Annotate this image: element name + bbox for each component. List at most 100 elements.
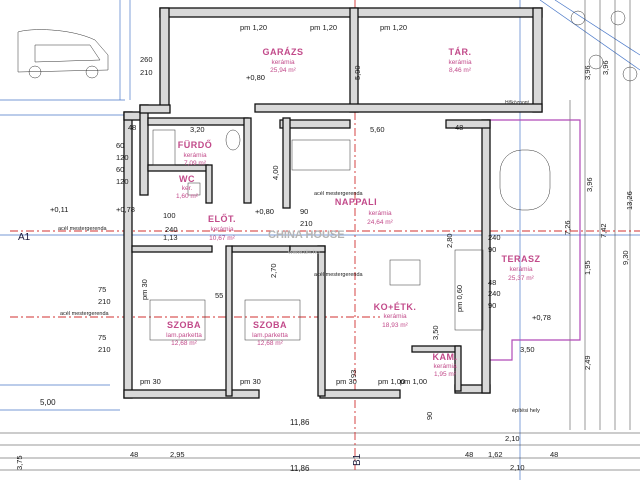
room-elot: ELŐT. kerámia 10,67 m²	[208, 213, 236, 242]
room-area: 18,93 m²	[382, 322, 408, 329]
beam-label: acél mestergerenda	[58, 226, 108, 232]
car-outline	[17, 29, 109, 79]
dimension: pm 1,20	[310, 23, 337, 32]
dimension: 3,50	[431, 325, 440, 340]
dimension: 5,00	[40, 398, 56, 407]
beam-label: acél mestergerenda	[60, 311, 110, 317]
room-area: 8,46 m²	[449, 67, 472, 74]
room-area: 25,37 m²	[508, 275, 534, 282]
dimension: 48	[488, 278, 496, 287]
dimension: 7,26	[563, 220, 572, 235]
room-konyha: KO+ÉTK. kerámia 18,93 m²	[374, 302, 416, 329]
dimension: 90	[300, 207, 308, 216]
dimension: 210	[140, 68, 153, 77]
watermark-brand: CHINA HOUSE	[268, 229, 345, 241]
dimension: 260	[140, 55, 153, 64]
dimension: 90	[488, 245, 496, 254]
dimension: 11,86	[290, 418, 310, 427]
room-furdo: FÜRDŐ kerámia 7,09 m²	[178, 139, 212, 167]
dimension: pm 30	[140, 377, 161, 386]
room-name: WC	[179, 174, 195, 184]
axis-b1: B1	[352, 453, 363, 466]
room-area: 1,95 m²	[434, 371, 457, 378]
dimension: 120	[116, 177, 129, 186]
boiler-room-label: Hőközpont	[505, 100, 530, 106]
room-floor: kerámia	[448, 59, 472, 66]
dimension: 2,10	[510, 463, 525, 472]
room-area: 7,09 m²	[184, 160, 207, 167]
room-name: ELŐT.	[208, 213, 236, 224]
dimension: 48	[550, 450, 558, 459]
dimension: 2,49	[583, 355, 592, 370]
dimension: 240	[488, 289, 501, 298]
dimension: 3,75	[15, 455, 24, 470]
dimension: 7,42	[599, 223, 608, 238]
dimension: 1,62	[488, 450, 503, 459]
terrace-outline	[487, 119, 581, 361]
dimension: 55	[215, 291, 223, 300]
dimension: pm 1,20	[240, 23, 267, 32]
dimension: 240	[165, 225, 178, 234]
room-terasz: TERASZ kerámia 25,37 m²	[502, 254, 541, 282]
dimension: 3,50	[520, 345, 535, 354]
room-area: 1,60 m²	[176, 193, 199, 200]
room-floor: kerámia	[368, 210, 392, 217]
room-szoba-2: SZOBA lam.parketta 12,68 m²	[252, 320, 288, 347]
room-name: KAM.	[433, 352, 458, 362]
level-label: +0,78	[532, 313, 551, 322]
tree-symbols	[570, 10, 638, 82]
dimension: 90	[488, 301, 496, 310]
dimension: 2,70	[269, 263, 278, 278]
dimension: 5,60	[370, 125, 385, 134]
dimension: 1,13	[163, 233, 178, 242]
dimension: pm 30	[140, 279, 149, 300]
dimension: 5,90	[353, 65, 362, 80]
room-area: 12,68 m²	[257, 340, 283, 347]
dimension: 2,95	[170, 450, 185, 459]
dimension: 2,10	[505, 434, 520, 443]
axis-a1: A1	[18, 232, 31, 243]
dimension: 48	[455, 123, 463, 132]
watermark-url: www.dh.hu	[287, 249, 320, 256]
level-label: +0,11	[50, 205, 68, 214]
room-area: 10,67 m²	[209, 235, 235, 242]
watermark: CHINA HOUSE www.dh.hu	[268, 229, 345, 256]
beam-label: acél mestergerenda	[314, 272, 364, 278]
dimension-labels: pm 1,20 pm 1,20 pm 1,20 260 210 5,90 3,9…	[15, 23, 634, 473]
level-label: +0,78	[116, 205, 135, 214]
dimension: pm 30	[240, 377, 261, 386]
dimension: 13,26	[625, 191, 634, 210]
dimension: pm 30	[336, 377, 357, 386]
room-name: TERASZ	[502, 254, 541, 264]
dimension: 210	[98, 297, 111, 306]
room-tar: TÁR. kerámia 8,46 m²	[448, 47, 472, 74]
level-label: +0,80	[246, 73, 265, 82]
axis-label: A1	[18, 232, 31, 243]
room-name: TÁR.	[449, 47, 472, 57]
dimension: 93	[349, 370, 358, 378]
room-name: GARÁZS	[263, 47, 304, 57]
room-name: NAPPALI	[335, 197, 377, 207]
room-szoba-1: SZOBA lam.parketta 12,68 m²	[166, 320, 202, 347]
dimension: 11,86	[290, 464, 310, 473]
dimension: 120	[116, 153, 129, 162]
dimension: 3,20	[190, 125, 205, 134]
dimension: 48	[465, 450, 473, 459]
building-site-label: építési hely	[512, 408, 540, 414]
dimension: pm 1,00	[400, 377, 427, 386]
dimension: 48	[128, 123, 136, 132]
dimension: 1,95	[583, 260, 592, 275]
dimension: 4,00	[271, 165, 280, 180]
dimension: 3,96	[583, 65, 592, 80]
level-label: +0,80	[255, 207, 274, 216]
level-markers: +0,80 +0,11 +0,78 +0,80 +0,78	[50, 73, 551, 322]
fixtures	[149, 129, 551, 341]
dimension: 2,80	[445, 233, 454, 248]
room-area: 24,64 m²	[367, 219, 393, 226]
room-kam: KAM. kerámia 1,95 m²	[433, 352, 458, 378]
room-floor: lam.parketta	[166, 332, 202, 339]
room-floor: kerámia	[183, 152, 207, 159]
axis-label: B1	[352, 453, 363, 466]
